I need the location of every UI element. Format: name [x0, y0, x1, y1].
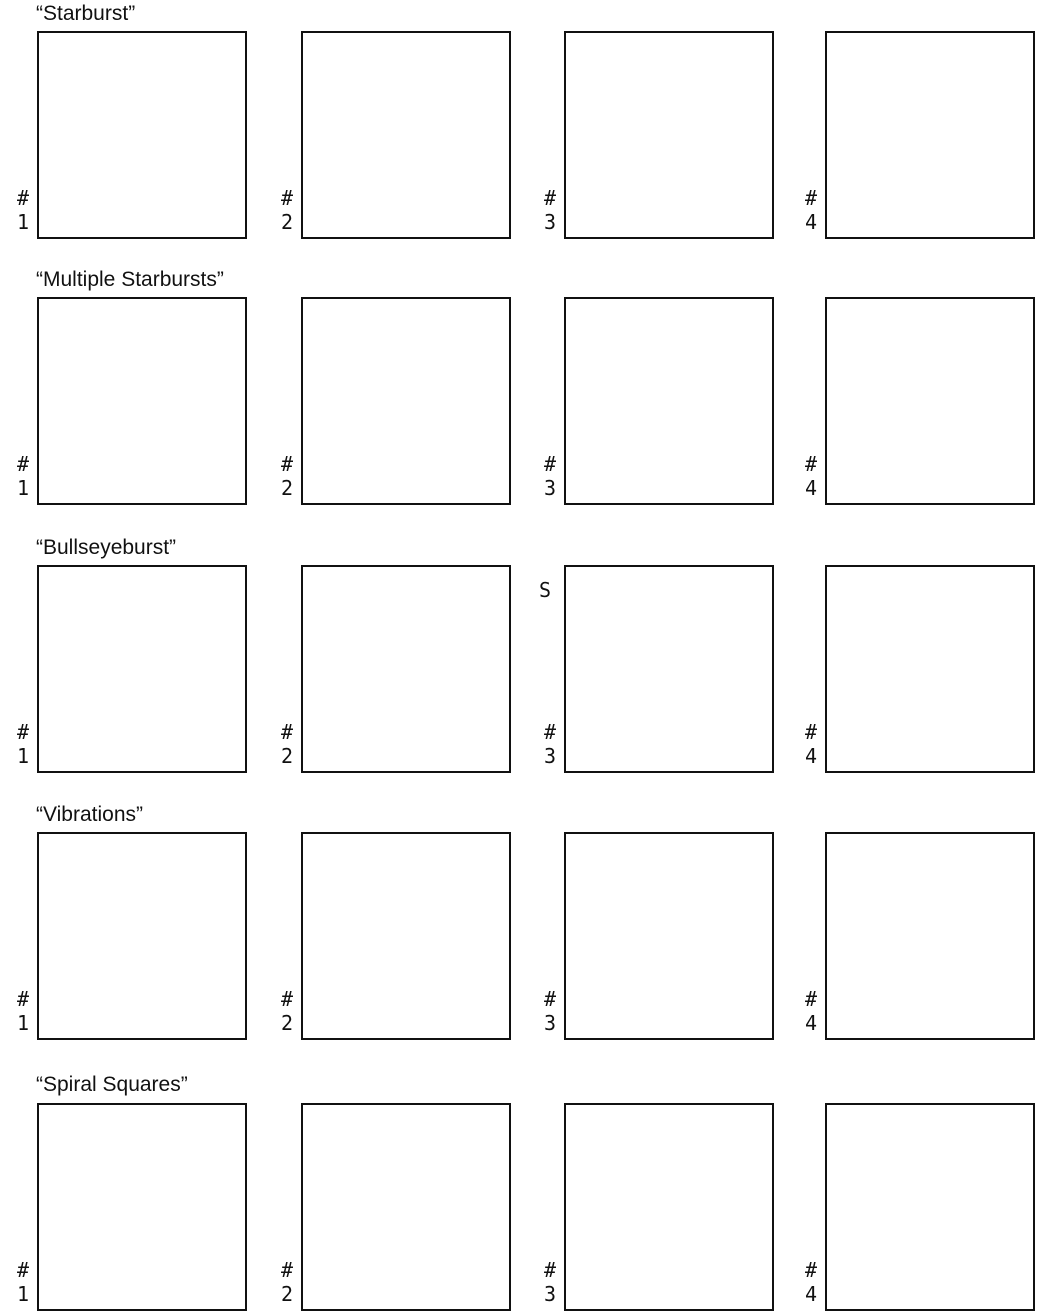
starburst-step-4	[825, 31, 1035, 239]
step-number: 4	[804, 210, 818, 234]
bullseyeburst-step-1	[37, 565, 247, 773]
multiple-starbursts-step-4	[825, 297, 1035, 505]
step-hash-mark: #	[280, 452, 294, 476]
step-number: 4	[804, 744, 818, 768]
spiral-squares-step-1	[37, 1103, 247, 1311]
step-number: 1	[16, 744, 30, 768]
step-hash-mark: #	[16, 186, 30, 210]
vibrations-step-2	[301, 832, 511, 1040]
step-hash-mark: #	[543, 452, 557, 476]
step-number: 2	[280, 744, 294, 768]
step-hash-mark: #	[280, 1258, 294, 1282]
step-number: 1	[16, 1282, 30, 1306]
step-hash-mark: #	[543, 987, 557, 1011]
vibrations-step-4	[825, 832, 1035, 1040]
step-number: 2	[280, 1282, 294, 1306]
step-number: 2	[280, 476, 294, 500]
row-title-multiple-starbursts: “Multiple Starbursts”	[36, 268, 224, 292]
step-hash-mark: #	[16, 720, 30, 744]
step-number: 1	[16, 210, 30, 234]
multiple-starbursts-step-3	[564, 297, 774, 505]
row-title-vibrations: “Vibrations”	[36, 803, 143, 827]
row-title-spiral-squares: “Spiral Squares”	[36, 1073, 188, 1097]
step-number: 1	[16, 1011, 30, 1035]
vibrations-step-3	[564, 832, 774, 1040]
step-hash-mark: #	[16, 1258, 30, 1282]
row-title-bullseyeburst: “Bullseyeburst”	[36, 536, 176, 560]
step-number: 3	[543, 476, 557, 500]
step-number: 4	[804, 1011, 818, 1035]
step-hash-mark: #	[804, 987, 818, 1011]
starburst-step-2	[301, 31, 511, 239]
bullseyeburst-step-2	[301, 565, 511, 773]
step-hash-mark: #	[804, 1258, 818, 1282]
spiral-squares-step-2	[301, 1103, 511, 1311]
step-hash-mark: #	[543, 720, 557, 744]
bullseye-start-label: S	[538, 578, 552, 602]
step-hash-mark: #	[280, 987, 294, 1011]
step-number: 4	[804, 476, 818, 500]
step-number: 3	[543, 1011, 557, 1035]
starburst-step-1	[37, 31, 247, 239]
step-number: 4	[804, 1282, 818, 1306]
step-hash-mark: #	[16, 452, 30, 476]
multiple-starbursts-step-1	[37, 297, 247, 505]
step-number: 3	[543, 1282, 557, 1306]
row-title-starburst: “Starburst”	[36, 2, 135, 26]
spiral-squares-step-3	[564, 1103, 774, 1311]
step-hash-mark: #	[804, 186, 818, 210]
step-number: 3	[543, 744, 557, 768]
bullseyeburst-step-3	[564, 565, 774, 773]
step-number: 3	[543, 210, 557, 234]
spiral-squares-step-4	[825, 1103, 1035, 1311]
step-number: 1	[16, 476, 30, 500]
step-hash-mark: #	[280, 720, 294, 744]
vibrations-step-1	[37, 832, 247, 1040]
multiple-starbursts-step-2	[301, 297, 511, 505]
bullseyeburst-step-4	[825, 565, 1035, 773]
step-number: 2	[280, 210, 294, 234]
step-hash-mark: #	[804, 720, 818, 744]
step-hash-mark: #	[16, 987, 30, 1011]
starburst-step-3	[564, 31, 774, 239]
step-hash-mark: #	[543, 186, 557, 210]
step-hash-mark: #	[543, 1258, 557, 1282]
step-hash-mark: #	[804, 452, 818, 476]
step-hash-mark: #	[280, 186, 294, 210]
step-number: 2	[280, 1011, 294, 1035]
